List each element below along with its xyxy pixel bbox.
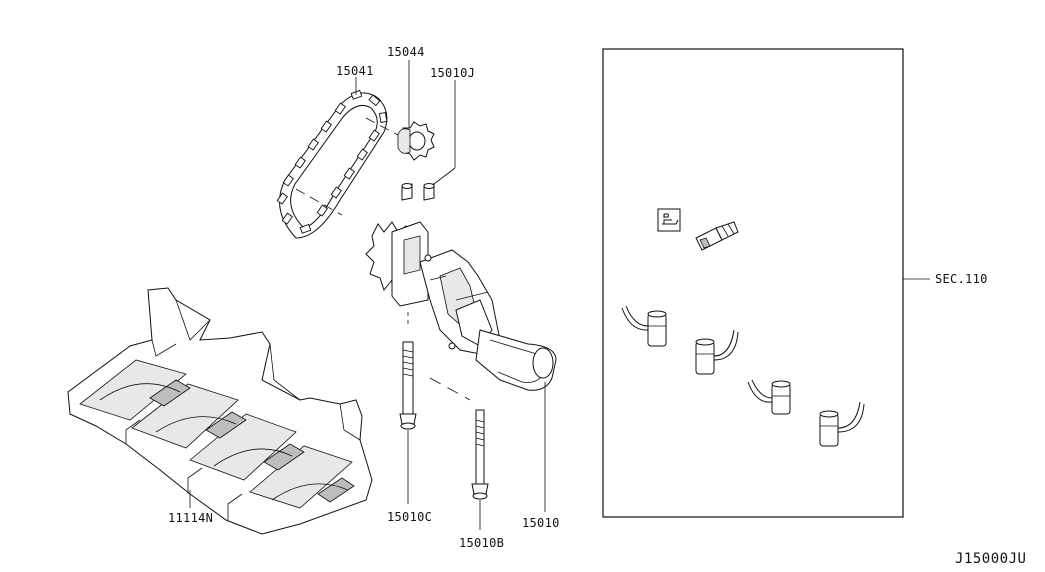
label-15010: 15010 [522, 516, 560, 530]
leader-lines [189, 60, 930, 530]
label-15044: 15044 [387, 45, 425, 59]
label-15010j: 15010J [430, 66, 475, 80]
diagram-code: J15000JU [955, 551, 1026, 567]
label-15010c: 15010C [387, 510, 432, 524]
oil-pump-chain [276, 89, 399, 239]
oil-jet-4 [819, 401, 865, 447]
label-sec-110: SEC.110 [935, 272, 988, 286]
label-15041: 15041 [336, 64, 374, 78]
bolt-15010b [429, 377, 489, 500]
oil-can-icon [657, 208, 681, 232]
baffle-plate [67, 287, 373, 535]
reference-frame [602, 48, 904, 518]
oil-jet-3 [747, 379, 791, 415]
oil-jet-1 [621, 305, 667, 347]
oil-pump-sprocket [397, 121, 435, 161]
label-11114n: 11114N [168, 511, 213, 525]
oil-jet-2 [695, 329, 739, 375]
label-15010b: 15010B [459, 536, 504, 550]
relief-valve-pins [401, 183, 435, 201]
oil-pressure-switch [695, 221, 739, 251]
oil-pump-assembly [365, 221, 557, 391]
bolt-15010c [399, 312, 417, 430]
